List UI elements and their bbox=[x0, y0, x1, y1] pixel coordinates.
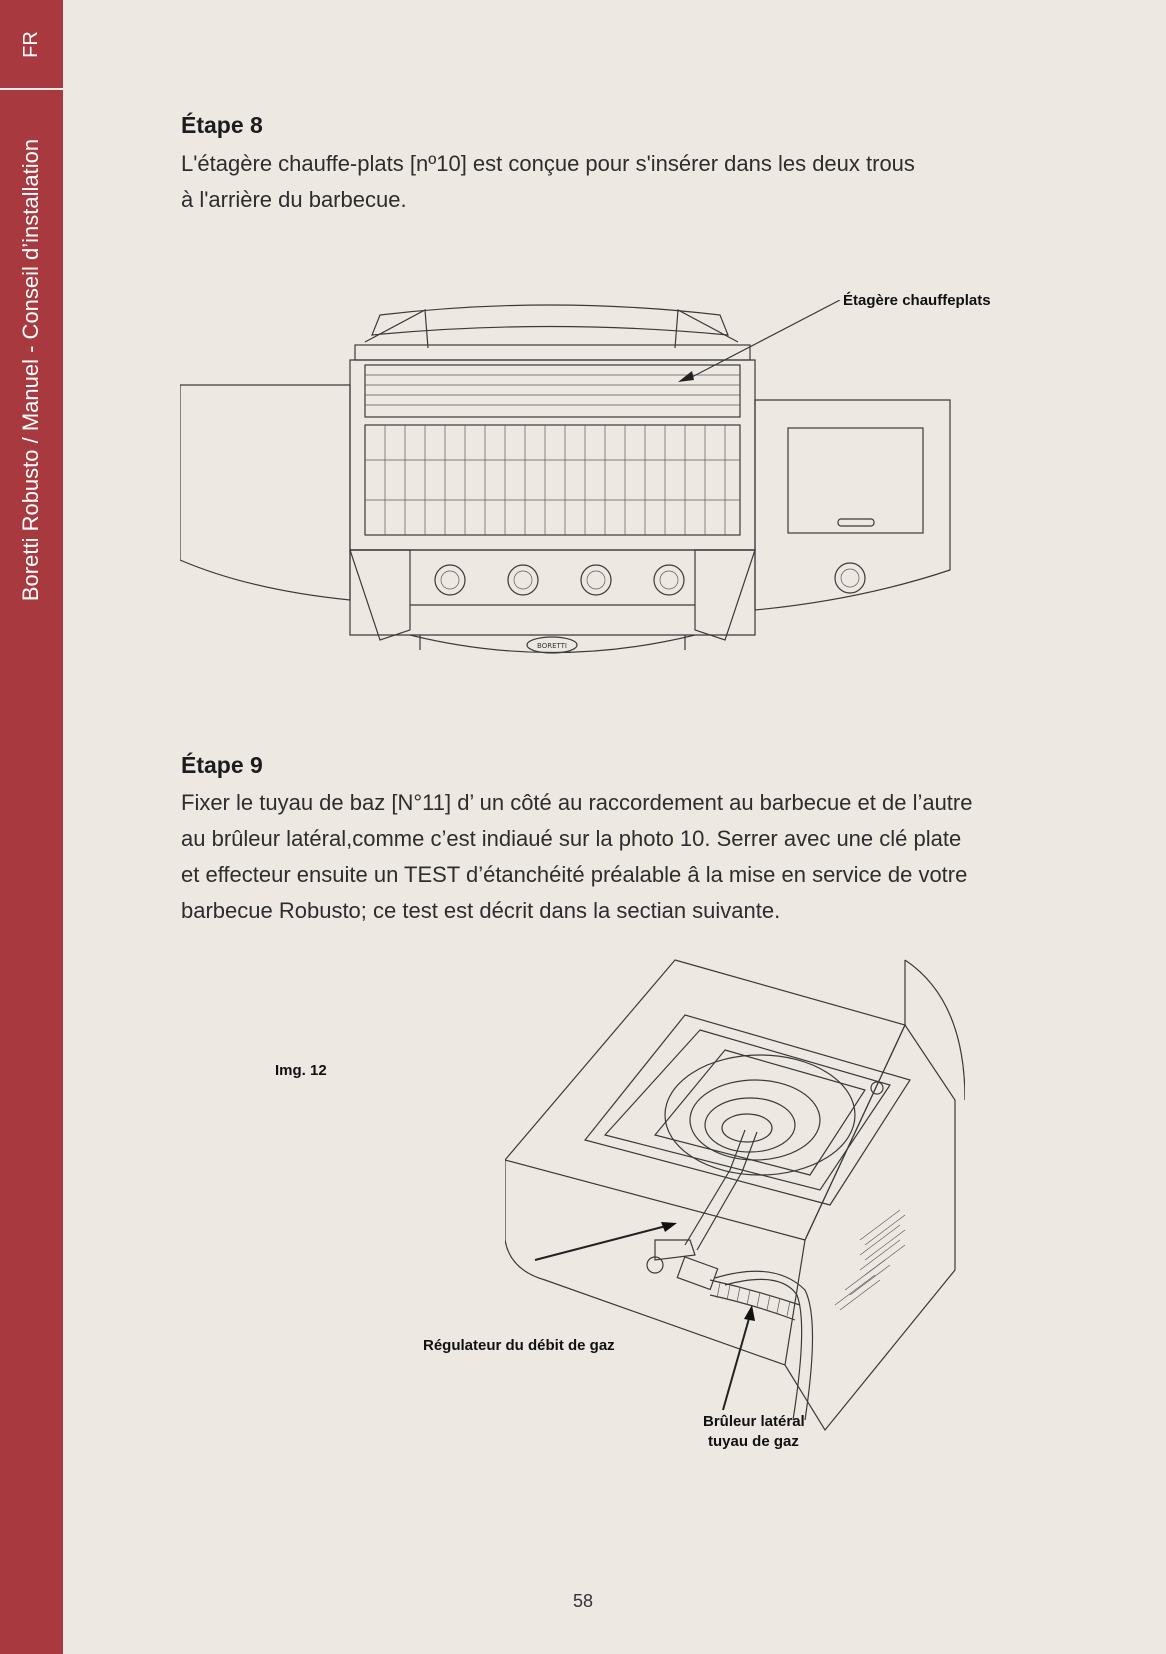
step9-text: Fixer le tuyau de baz [N°11] d’ un côté … bbox=[181, 785, 972, 929]
language-label: FR bbox=[19, 30, 42, 58]
step9-line-3: et effecteur ensuite un TEST d’étanchéit… bbox=[181, 862, 968, 887]
grill-grate-lines bbox=[365, 425, 740, 535]
gas-hose bbox=[709, 1270, 814, 1421]
step9-title: Étape 9 bbox=[181, 752, 263, 778]
barbecue-front-illustration: BORETTI bbox=[180, 300, 951, 654]
sidebar-title: Boretti Robusto / Manuel - Conseil d’ins… bbox=[18, 138, 44, 602]
label-gas-hose: tuyau de gaz bbox=[708, 1433, 799, 1450]
step9-line-2: au brûleur latéral,comme c’est indiaué s… bbox=[181, 826, 962, 851]
step8-title: Étape 8 bbox=[181, 112, 263, 138]
boretti-logo-text: BORETTI bbox=[537, 642, 567, 650]
page-number: 58 bbox=[572, 1591, 594, 1611]
label-gas-regulator: Régulateur du débit de gaz bbox=[423, 1337, 615, 1354]
step9-line-4: barbecue Robusto; ce test est décrit dan… bbox=[181, 898, 781, 923]
side-burner-illustration bbox=[505, 959, 965, 1432]
language-tab: FR bbox=[0, 0, 63, 88]
label-warming-rack: Étagère chauffeplats bbox=[843, 292, 991, 309]
sidebar: FR Boretti Robusto / Manuel - Conseil d’… bbox=[0, 0, 63, 1654]
boretti-logo-badge bbox=[526, 636, 578, 654]
control-knobs bbox=[434, 562, 866, 596]
sidebar-divider bbox=[0, 88, 63, 90]
step9-line-1: Fixer le tuyau de baz [N°11] d’ un côté … bbox=[181, 790, 973, 815]
vent-slots bbox=[834, 1209, 906, 1311]
image-caption: Img. 12 bbox=[275, 1062, 327, 1079]
step8-line-1: L'étagère chauffe-plats [nº10] est conçu… bbox=[181, 151, 915, 176]
warming-rack-bars bbox=[365, 374, 740, 406]
label-side-burner: Brûleur latéral bbox=[703, 1413, 805, 1430]
step8-line-2: à l'arrière du barbecue. bbox=[181, 187, 407, 212]
step8-text: L'étagère chauffe-plats [nº10] est conçu… bbox=[181, 146, 915, 218]
sidebar-title-box: Boretti Robusto / Manuel - Conseil d’ins… bbox=[0, 105, 63, 635]
